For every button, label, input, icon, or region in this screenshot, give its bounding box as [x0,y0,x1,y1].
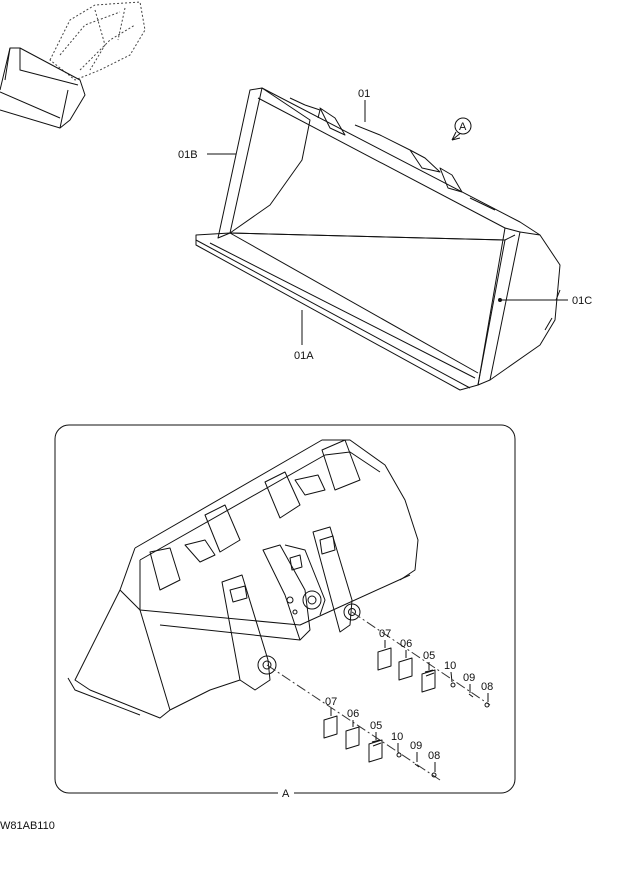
lower-label-05: 05 [370,720,382,732]
loader-thumbnail [0,1,146,129]
detail-view-frame [54,424,516,794]
lower-label-10: 10 [391,731,403,743]
callout-01C: 01C [572,295,592,307]
drawing-code: W81AB110 [0,820,55,832]
callout-01A: 01A [294,350,314,362]
callout-01: 01 [358,88,370,100]
upper-label-07: 07 [379,628,391,640]
lower-label-06: 06 [347,708,359,720]
bucket-assembly [195,87,561,391]
lower-parts-row [323,708,437,778]
upper-label-06: 06 [400,638,412,650]
upper-label-10: 10 [444,660,456,672]
view-marker-circle [454,117,472,135]
view-ref-label: A [459,121,467,133]
upper-label-05: 05 [423,650,435,662]
lower-label-07: 07 [325,696,337,708]
upper-label-09: 09 [463,672,475,684]
lower-label-09: 09 [410,740,422,752]
callout-01B: 01B [178,149,198,161]
upper-parts-row [377,640,490,708]
upper-label-08: 08 [481,681,493,693]
lower-label-08: 08 [428,750,440,762]
detail-bucket [67,439,419,719]
leader-lines [207,100,568,345]
view-title: A [282,788,290,800]
